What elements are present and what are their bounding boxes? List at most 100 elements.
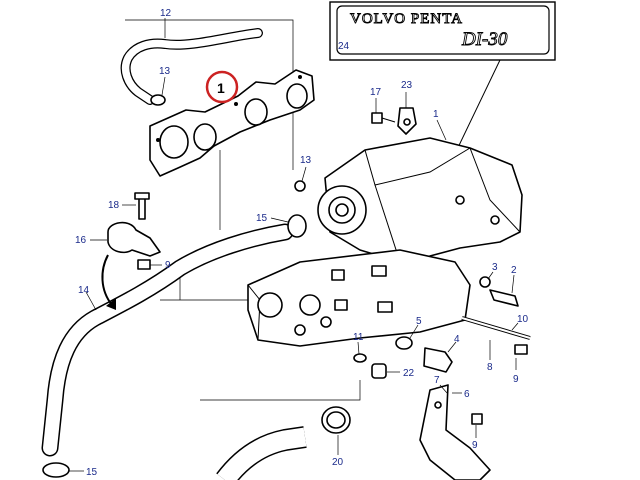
callout-6: 6 xyxy=(464,389,470,400)
leader-1 xyxy=(436,119,447,141)
gasket-bolt-hole xyxy=(298,75,302,79)
gasket-bolt-hole xyxy=(234,102,238,106)
leader-2 xyxy=(511,274,515,294)
bolt-18 xyxy=(138,196,146,220)
housing-edge xyxy=(364,147,471,186)
bracket-16 xyxy=(101,192,161,310)
upper-hose-fill xyxy=(121,29,262,104)
leader-7 xyxy=(439,384,448,394)
gasket-port-2 xyxy=(244,98,268,126)
manifold-stud xyxy=(334,299,348,311)
callout-2: 2 xyxy=(511,265,517,276)
manifold-stud xyxy=(377,301,393,313)
housing-body xyxy=(324,137,523,263)
callout-22: 22 xyxy=(403,368,415,379)
housing-bolt xyxy=(490,215,500,225)
bracket-6 xyxy=(419,384,491,480)
callout-9: 9 xyxy=(513,374,519,385)
nut-9b xyxy=(514,344,528,355)
callout-4: 4 xyxy=(454,334,460,345)
leader-11 xyxy=(357,341,360,355)
nameplate-badge xyxy=(336,5,550,55)
highlight-marker: 1 xyxy=(205,70,239,104)
bracket-arrow-head xyxy=(106,298,116,310)
main-hose-fill xyxy=(43,225,292,455)
hose-clamp-15b xyxy=(42,462,70,478)
lower-hose xyxy=(216,406,351,480)
frame-line-lower xyxy=(200,380,361,401)
hose-clamp-15a xyxy=(287,214,307,238)
manifold-stud xyxy=(331,269,345,281)
fitting-3 xyxy=(479,276,491,288)
upper-hose-12 xyxy=(120,28,263,106)
manifold-port xyxy=(299,294,321,316)
callout-9: 9 xyxy=(472,440,478,451)
bracket-6-hole xyxy=(434,401,442,409)
manifold-body xyxy=(247,249,471,347)
callout-numbers: 12 13 17 23 1 13 18 16 9 15 14 3 2 5 4 1… xyxy=(75,8,529,478)
manifold-stud xyxy=(371,265,387,277)
housing-edge xyxy=(469,147,521,233)
callout-12: 12 xyxy=(160,8,172,19)
leader-3 xyxy=(487,271,494,280)
housing-outlet-center xyxy=(335,203,349,217)
highlight-label: 1 xyxy=(217,80,225,96)
gasket-port-3 xyxy=(286,83,308,109)
callout-11: 11 xyxy=(353,332,364,343)
manifold-port xyxy=(257,292,283,318)
hose-clamp-20-inner xyxy=(326,411,346,429)
leader-10 xyxy=(511,322,519,331)
gasket-1 xyxy=(149,69,315,177)
lower-hose-fill xyxy=(217,427,307,480)
sender-2 xyxy=(489,289,519,307)
bracket-23-hole xyxy=(403,118,411,126)
thermostat-housing xyxy=(317,137,523,263)
nameplate-model: DI-30 xyxy=(461,29,508,50)
hose-clamp-13b xyxy=(294,180,306,192)
frame-line-top xyxy=(125,19,294,170)
callout-7: 7 xyxy=(434,375,440,386)
leader-13a xyxy=(161,76,166,96)
plug-22 xyxy=(371,363,387,379)
lower-bracket xyxy=(419,384,491,480)
callout-1: 1 xyxy=(433,109,439,120)
callout-18: 18 xyxy=(108,200,120,211)
leader-14 xyxy=(85,291,97,311)
bolt-17-shank xyxy=(381,117,396,123)
sensor-4 xyxy=(423,347,453,373)
callout-24: 24 xyxy=(338,41,350,52)
washer-11 xyxy=(353,353,367,363)
callout-3: 3 xyxy=(492,262,498,273)
gasket-body xyxy=(149,69,315,177)
manifold-block xyxy=(247,249,471,347)
nut-9a xyxy=(137,259,151,270)
callout-15: 15 xyxy=(86,467,98,478)
leader-4 xyxy=(447,341,457,353)
hose-clamp-13a xyxy=(150,94,166,106)
bolt-17 xyxy=(371,112,383,124)
callout-10: 10 xyxy=(517,314,529,325)
callout-13: 13 xyxy=(300,155,312,166)
nameplate-arrow-line xyxy=(451,59,501,161)
callout-23: 23 xyxy=(401,80,413,91)
gasket-port-main xyxy=(159,125,189,159)
gasket-port-1 xyxy=(193,123,217,151)
callout-14: 14 xyxy=(78,285,90,296)
washer-5 xyxy=(395,336,413,350)
callout-13: 13 xyxy=(159,66,171,77)
leader-lines xyxy=(68,18,519,472)
bolt-18-head xyxy=(134,192,150,200)
callout-5: 5 xyxy=(416,316,422,327)
bracket-body xyxy=(107,221,161,257)
leader-15a xyxy=(270,217,289,223)
highlight-circle xyxy=(205,70,239,104)
housing-bolt xyxy=(455,195,465,205)
leader-13b xyxy=(301,166,307,182)
manifold-bolt xyxy=(294,324,306,336)
housing-edge xyxy=(374,184,401,263)
gasket-bolt-hole xyxy=(156,138,160,142)
leader-5 xyxy=(409,324,419,339)
callout-9: 9 xyxy=(165,260,171,271)
callout-8: 8 xyxy=(487,362,493,373)
